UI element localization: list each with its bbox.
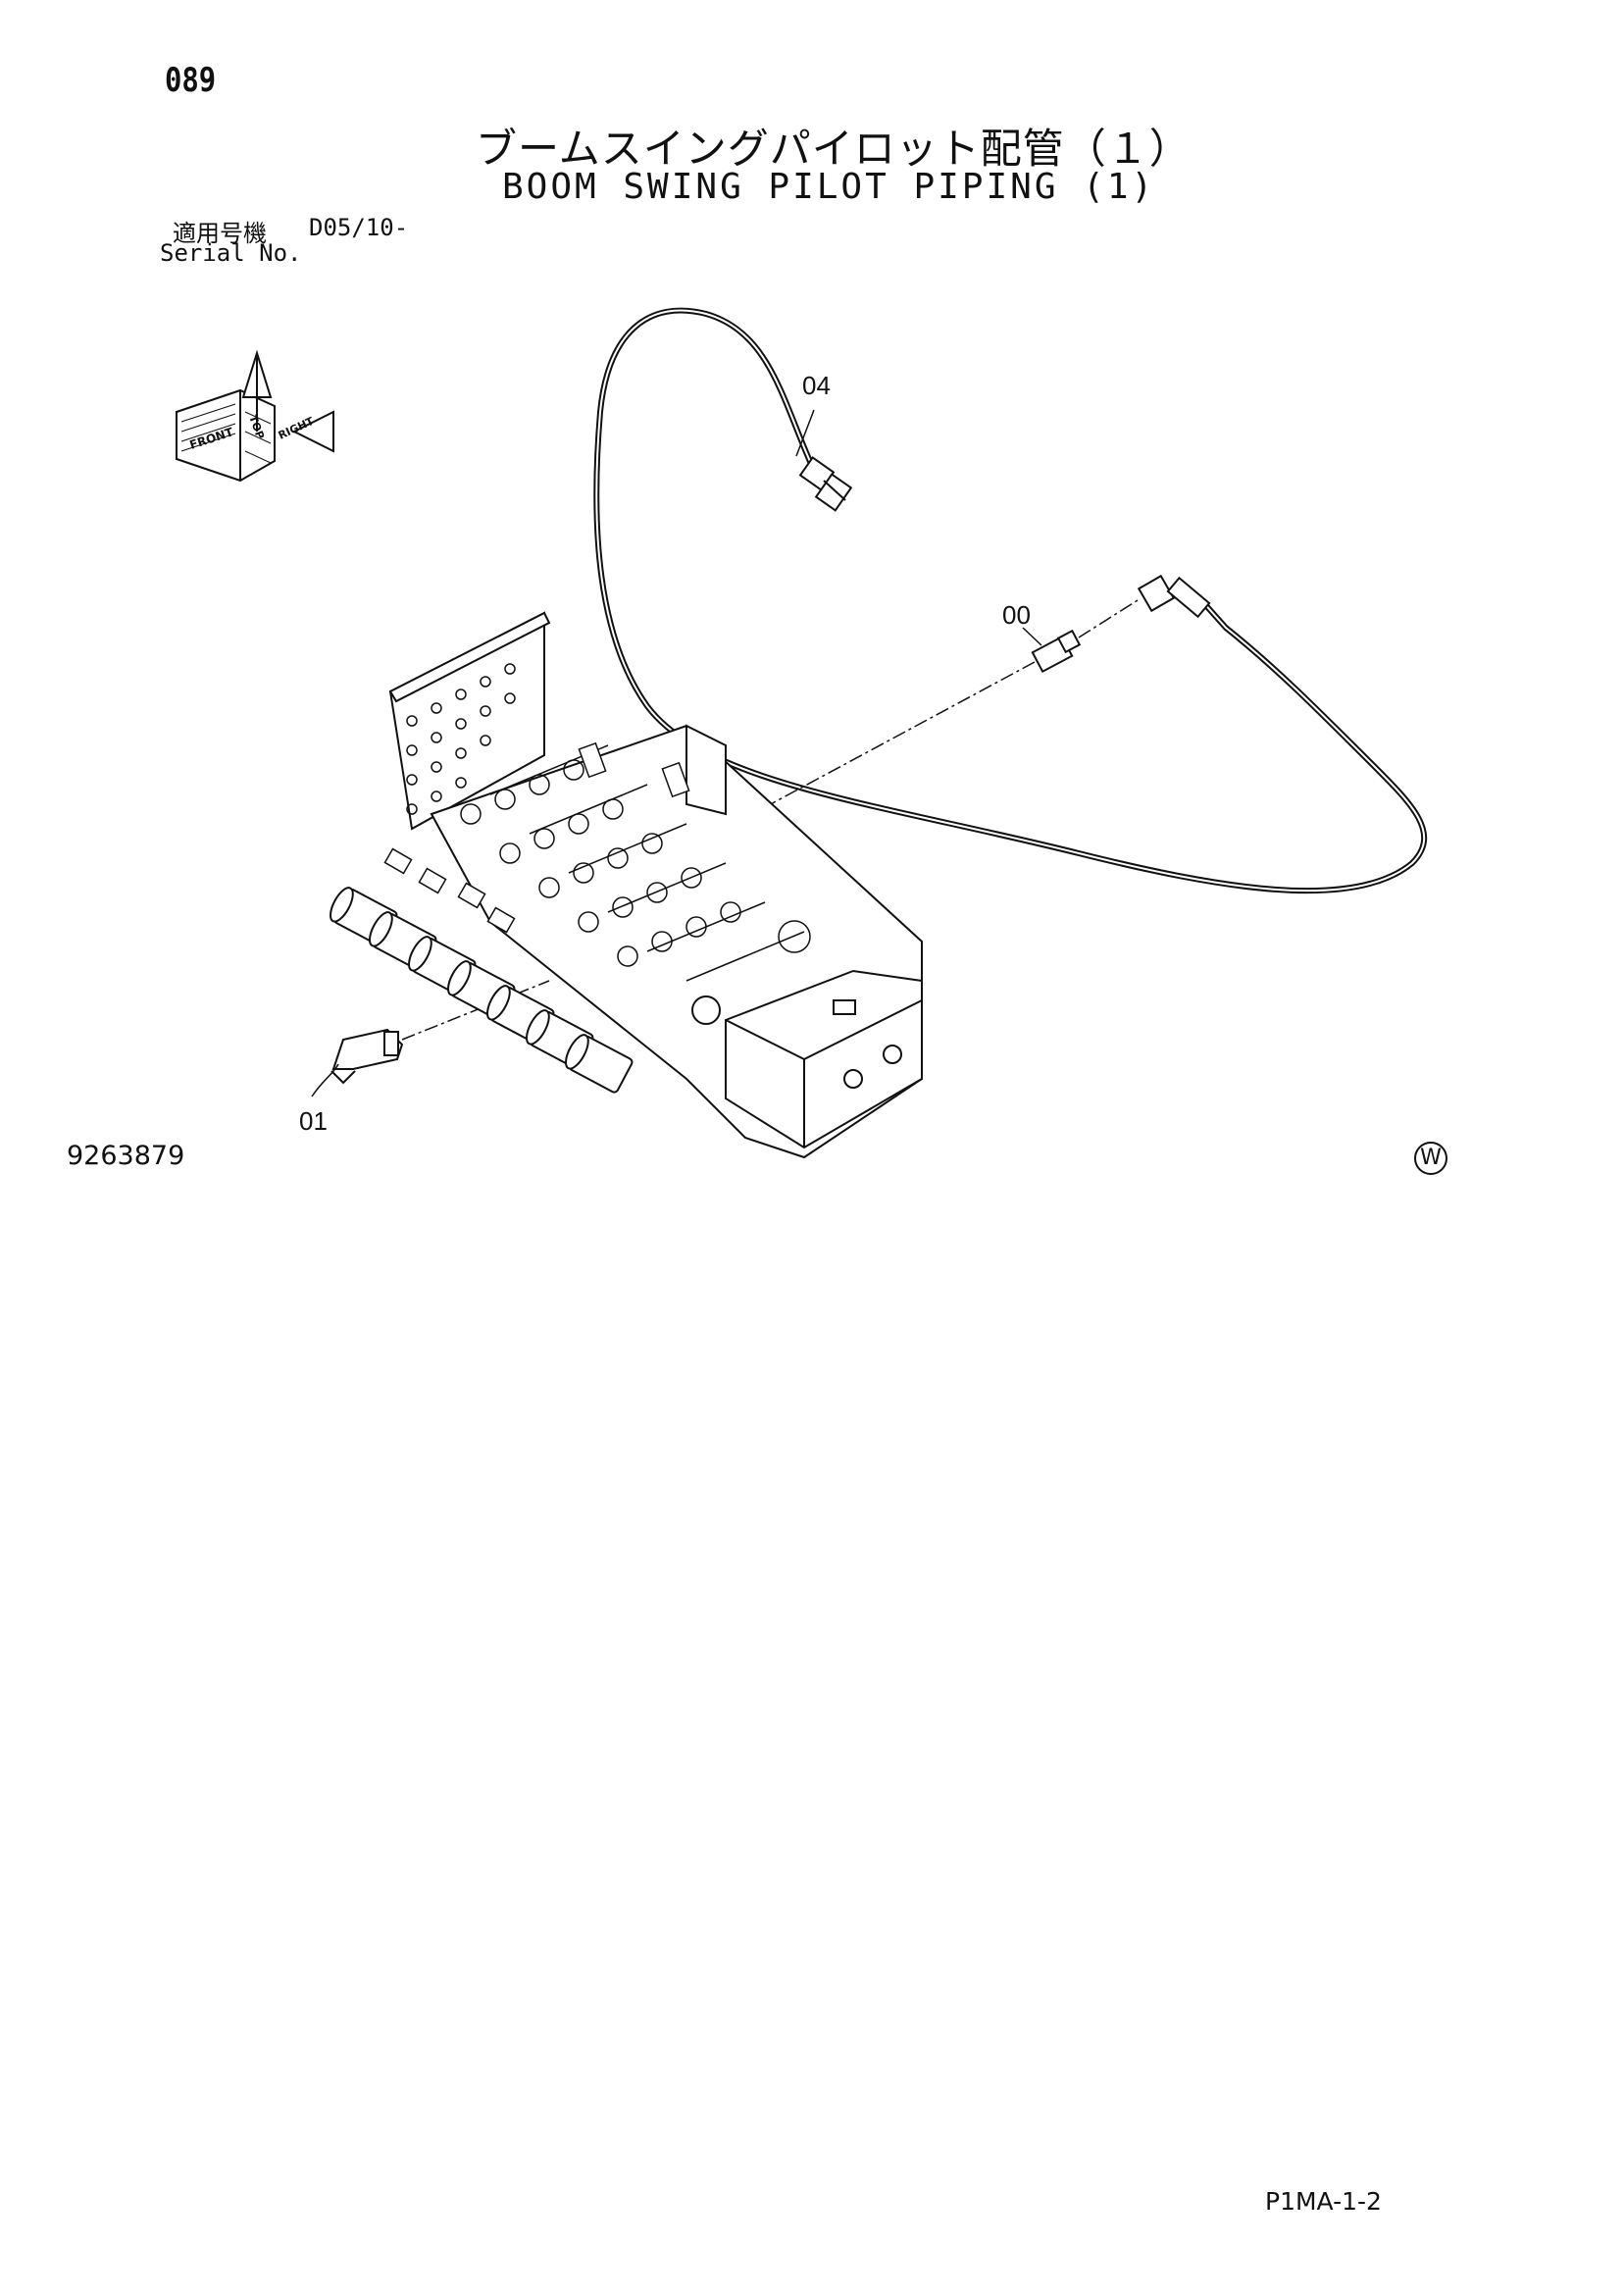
leader-line-01 bbox=[311, 1063, 339, 1097]
serial-label-english: Serial No. bbox=[160, 239, 302, 267]
page-number: 089 bbox=[165, 61, 217, 100]
figure-id: 9263879 bbox=[67, 1141, 185, 1171]
hose-fitting-right bbox=[1137, 574, 1211, 619]
serial-value: D05/10- bbox=[309, 214, 409, 241]
callout-00: 00 bbox=[1002, 600, 1031, 630]
leader-line-04 bbox=[795, 409, 815, 457]
page-code: P1MA-1-2 bbox=[1265, 2187, 1382, 2216]
parts-diagram: FRONT TOP RIGHT bbox=[176, 307, 1428, 1159]
hose-fitting-04 bbox=[798, 456, 853, 512]
watermark-logo: W bbox=[1414, 1142, 1447, 1175]
adapter-00 bbox=[1031, 629, 1082, 674]
orientation-cube-icon: FRONT TOP RIGHT bbox=[176, 349, 334, 483]
control-valve-assembly bbox=[330, 611, 923, 1159]
title-japanese: ブームスイングパイロット配管（１） bbox=[476, 125, 1192, 173]
callout-04: 04 bbox=[802, 371, 831, 400]
serial-label-japanese: 適用号機 bbox=[173, 220, 267, 247]
elbow-fitting-01 bbox=[330, 1028, 404, 1085]
leader-line-00 bbox=[1022, 627, 1042, 646]
callout-01: 01 bbox=[299, 1106, 328, 1136]
title-english: BOOM SWING PILOT PIPING (1) bbox=[502, 167, 1156, 207]
